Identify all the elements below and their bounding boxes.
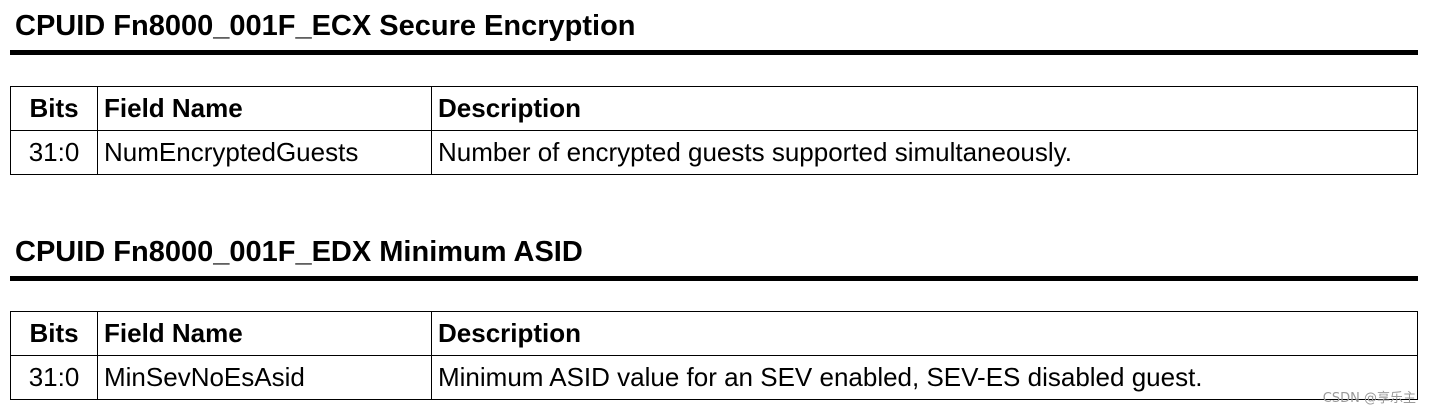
table-header-row: Bits Field Name Description: [10, 86, 1418, 131]
table-row: 31:0 NumEncryptedGuests Number of encryp…: [10, 130, 1418, 175]
table-header-row: Bits Field Name Description: [10, 311, 1418, 356]
column-header-description: Description: [431, 311, 1418, 356]
column-header-field-name: Field Name: [97, 86, 432, 131]
cell-description: Minimum ASID value for an SEV enabled, S…: [431, 355, 1418, 400]
cell-bits: 31:0: [10, 355, 98, 400]
column-header-field-name: Field Name: [97, 311, 432, 356]
column-header-bits: Bits: [10, 86, 98, 131]
section-title-ecx: CPUID Fn8000_001F_ECX Secure Encryption: [15, 10, 636, 42]
cell-bits: 31:0: [10, 130, 98, 175]
table-row: 31:0 MinSevNoEsAsid Minimum ASID value f…: [10, 355, 1418, 400]
watermark: CSDN @享乐主: [1322, 391, 1416, 406]
column-header-bits: Bits: [10, 311, 98, 356]
section-rule: [10, 50, 1418, 55]
cell-description: Number of encrypted guests supported sim…: [431, 130, 1418, 175]
column-header-description: Description: [431, 86, 1418, 131]
cell-field-name: NumEncryptedGuests: [97, 130, 432, 175]
register-table-ecx: Bits Field Name Description 31:0 NumEncr…: [10, 86, 1418, 175]
cell-field-name: MinSevNoEsAsid: [97, 355, 432, 400]
section-title-edx: CPUID Fn8000_001F_EDX Minimum ASID: [15, 236, 583, 268]
register-table-edx: Bits Field Name Description 31:0 MinSevN…: [10, 311, 1418, 400]
section-rule: [10, 276, 1418, 281]
